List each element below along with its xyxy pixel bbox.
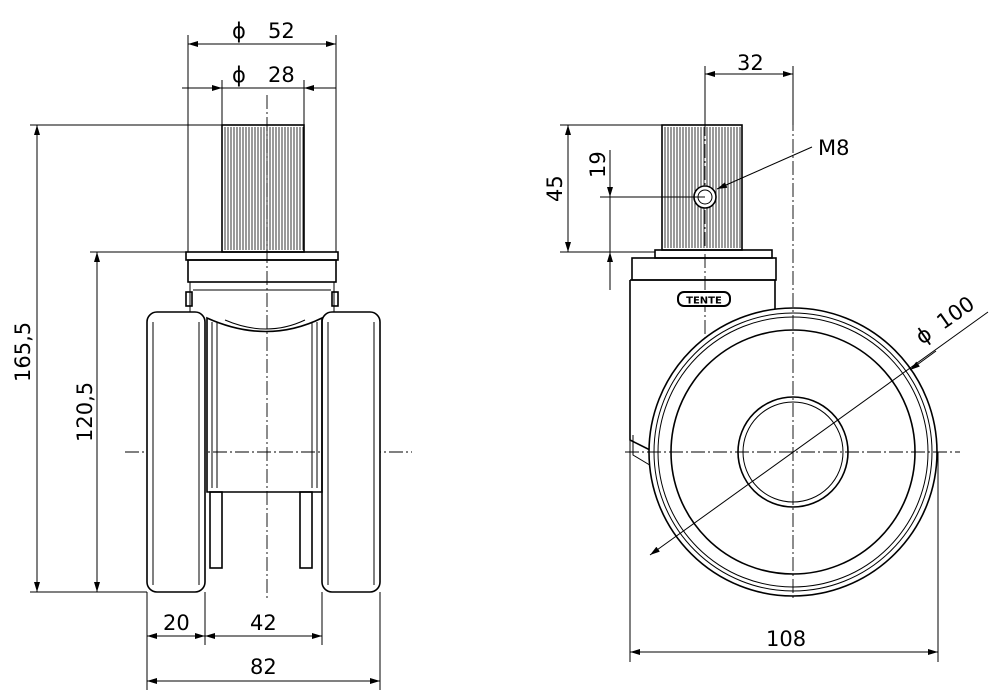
- top-plate: [185, 251, 339, 261]
- dim-100: 100: [932, 292, 979, 335]
- wheel-hub: [206, 316, 323, 493]
- dim-52: 52: [268, 19, 295, 43]
- dim-165-5: 165,5: [11, 322, 35, 382]
- front-view: ϕ 52 ϕ 28 165,5 120,5 20 42 82: [11, 19, 412, 690]
- dim-phi-52-symbol: ϕ: [232, 19, 246, 43]
- brand-label: TENTE: [686, 296, 722, 307]
- dim-120-5: 120,5: [73, 382, 97, 442]
- left-wheel: [146, 311, 206, 593]
- dim-45: 45: [543, 175, 567, 202]
- stem: [661, 124, 743, 251]
- dim-phi-28-symbol: ϕ: [232, 63, 246, 87]
- dim-108: 108: [766, 627, 806, 651]
- dim-20: 20: [163, 611, 190, 635]
- housing: [187, 259, 337, 283]
- brand-badge: TENTE: [677, 291, 731, 307]
- dim-phi-100-symbol: ϕ: [911, 321, 936, 349]
- side-view: TENTE 32 M8 45 19 ϕ 100: [543, 51, 989, 662]
- dim-42: 42: [250, 611, 277, 635]
- dim-28: 28: [268, 63, 295, 87]
- dim-m8: M8: [818, 136, 849, 160]
- right-wheel: [321, 311, 381, 593]
- dim-32: 32: [737, 51, 764, 75]
- dim-82: 82: [250, 655, 277, 679]
- dim-19: 19: [586, 151, 610, 178]
- stem: [221, 124, 305, 253]
